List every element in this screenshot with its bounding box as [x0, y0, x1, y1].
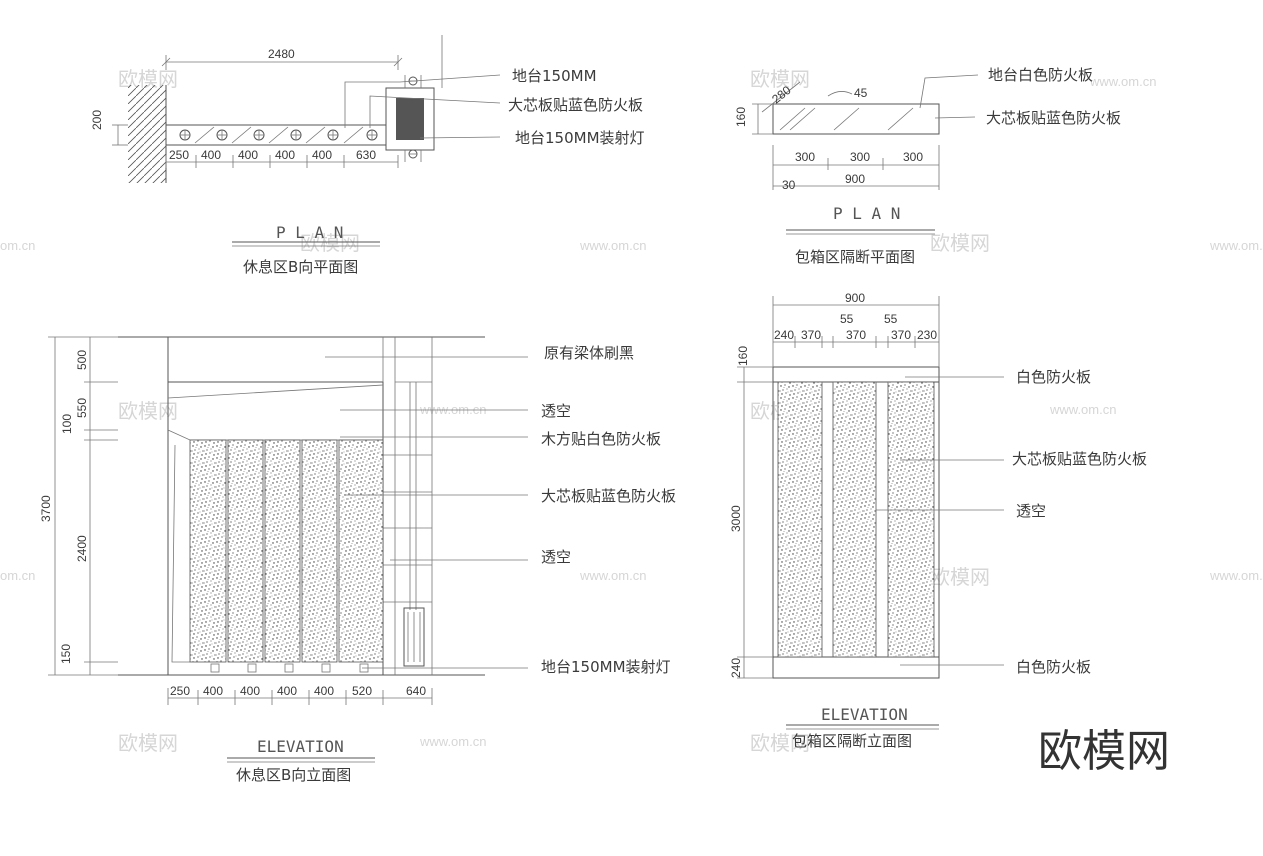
label-platform-light: 地台150MM装射灯 [515, 129, 645, 147]
dim-depth: 200 [90, 110, 104, 130]
partition-plan [772, 103, 940, 135]
dim-horizontal: 370 [846, 328, 866, 342]
watermark-brand: 欧模网 [930, 565, 990, 589]
label-white-panel: 白色防火板 [1016, 368, 1091, 386]
watermark-brand: 欧模网 [750, 67, 810, 91]
label-white-panel: 地台白色防火板 [988, 66, 1093, 84]
label-open: 透空 [1016, 502, 1046, 520]
dim-horizontal: 55 [840, 312, 854, 326]
dim-horizontal: 400 [277, 684, 297, 698]
dim-segment: 400 [275, 148, 295, 162]
watermark-url: om.cn [0, 238, 35, 253]
dim-total: 900 [845, 291, 865, 305]
watermark-url: www.om.cn [419, 734, 486, 749]
dim-horizontal: 370 [891, 328, 911, 342]
label-wood-white-panel: 木方贴白色防火板 [541, 430, 661, 448]
dim-angle: 45 [854, 86, 868, 100]
label-platform-light: 地台150MM装射灯 [541, 658, 671, 676]
dim-horizontal: 370 [801, 328, 821, 342]
label-beam: 原有梁体刷黑 [544, 344, 634, 362]
dim-horizontal: 400 [314, 684, 334, 698]
watermark-brand: 欧模网 [930, 231, 990, 255]
watermark-brand: 欧模网 [118, 731, 178, 755]
plan-box-drawing: 160 280 45 300 300 300 900 30 地台白色防火板 大芯… [734, 66, 1121, 266]
title-en: ELEVATION [257, 737, 344, 756]
watermark-brand: 欧模网 [118, 399, 178, 423]
watermark-url: om.cn [0, 568, 35, 583]
title-cn: 包箱区隔断立面图 [792, 732, 912, 750]
title-en: P L A N [276, 223, 343, 242]
title-cn: 包箱区隔断平面图 [795, 248, 915, 266]
watermark-url: www.om.cn [1049, 402, 1116, 417]
dim-segment: 630 [356, 148, 376, 162]
label-white-panel: 白色防火板 [1016, 658, 1091, 676]
dim-horizontal: 240 [774, 328, 794, 342]
watermark-layer: 欧模网 欧模网 www.om.cn om.cn 欧模网 www.om.cn 欧模… [0, 67, 1263, 755]
watermark-brand: 欧模网 [750, 731, 810, 755]
watermark-url: www.om.cn [1209, 238, 1263, 253]
label-blue-panel: 大芯板贴蓝色防火板 [986, 109, 1121, 127]
dim-horizontal: 230 [917, 328, 937, 342]
dim-horizontal: 400 [240, 684, 260, 698]
dim-vertical: 160 [736, 346, 750, 366]
dim-horizontal: 55 [884, 312, 898, 326]
label-blue-panel: 大芯板贴蓝色防火板 [1012, 450, 1147, 468]
label-blue-panel: 大芯板贴蓝色防火板 [541, 487, 676, 505]
watermark-url: www.om.cn [419, 402, 486, 417]
label-open: 透空 [541, 402, 571, 420]
dim-segment: 400 [312, 148, 332, 162]
elevation-box-drawing: 900 240 370 55 370 55 370 230 160 3000 2… [729, 291, 1147, 750]
dim-segment: 300 [795, 150, 815, 164]
dim-horizontal: 400 [203, 684, 223, 698]
title-en: ELEVATION [821, 705, 908, 724]
watermark-url: www.om.cn [579, 568, 646, 583]
column-core [396, 98, 424, 140]
plan-b-drawing: 2480 200 [90, 35, 645, 276]
dim-segment: 400 [201, 148, 221, 162]
column-box [385, 87, 435, 151]
panel-diagonals [194, 126, 364, 144]
brand-logo: 欧模网 [1038, 726, 1170, 777]
light-circles [179, 129, 378, 141]
dim-horizontal: 520 [352, 684, 372, 698]
dim-horizontal: 640 [406, 684, 426, 698]
title-en: P L A N [833, 204, 900, 223]
wall-hatch [128, 85, 166, 183]
title-cn: 休息区B向平面图 [243, 258, 358, 276]
dim-total: 2480 [268, 47, 295, 61]
title-cn: 休息区B向立面图 [236, 766, 351, 784]
elevation-b-drawing: 3700 500 550 100 2400 150 250 400 400 40… [39, 336, 676, 784]
label-platform: 地台150MM [512, 67, 597, 85]
dim-segment: 400 [238, 148, 258, 162]
dim-vertical: 550 [75, 398, 89, 418]
dim-depth: 160 [734, 107, 748, 127]
watermark-brand: 欧模网 [300, 231, 360, 255]
watermark-url: www.om.cn [1089, 74, 1156, 89]
dim-segment: 300 [903, 150, 923, 164]
dim-vertical: 2400 [75, 535, 89, 562]
dim-horizontal: 250 [170, 684, 190, 698]
label-open: 透空 [541, 548, 571, 566]
watermark-url: www.om.cn [1209, 568, 1263, 583]
dim-total: 900 [845, 172, 865, 186]
dim-vertical: 3000 [729, 505, 743, 532]
dim-offset: 30 [782, 178, 796, 192]
watermark-url: www.om.cn [579, 238, 646, 253]
dim-vertical: 500 [75, 350, 89, 370]
dim-total-height: 3700 [39, 495, 53, 522]
dim-segment: 300 [850, 150, 870, 164]
dim-vertical: 150 [59, 644, 73, 664]
dim-vertical: 100 [60, 414, 74, 434]
dim-segment: 250 [169, 148, 189, 162]
label-blue-panel: 大芯板贴蓝色防火板 [508, 96, 643, 114]
dim-vertical: 240 [729, 658, 743, 678]
